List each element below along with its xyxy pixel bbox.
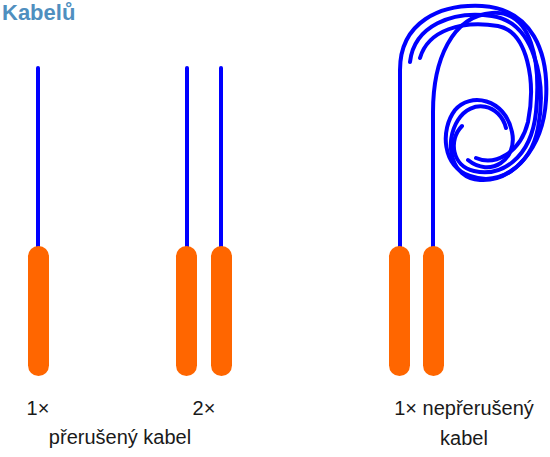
connector (28, 246, 49, 376)
caption-label: 1× (8, 393, 68, 423)
orange-connectors (28, 246, 444, 376)
caption-label: přerušený kabel (18, 422, 222, 452)
broken-wire (36, 68, 40, 252)
coiled-wire (410, 15, 541, 179)
title: Kabelů (2, 1, 75, 25)
coiled-wire (420, 24, 531, 160)
caption-label: 2× (174, 393, 234, 423)
broken-wire (185, 68, 189, 250)
blue-wires (38, 6, 546, 252)
connector (211, 246, 232, 376)
connector (176, 246, 197, 376)
broken-wire (219, 68, 223, 250)
connector (423, 246, 444, 376)
connector (389, 246, 410, 376)
caption-label: 1× nepřerušený kabel (382, 393, 546, 453)
coiled-wire (400, 6, 546, 248)
